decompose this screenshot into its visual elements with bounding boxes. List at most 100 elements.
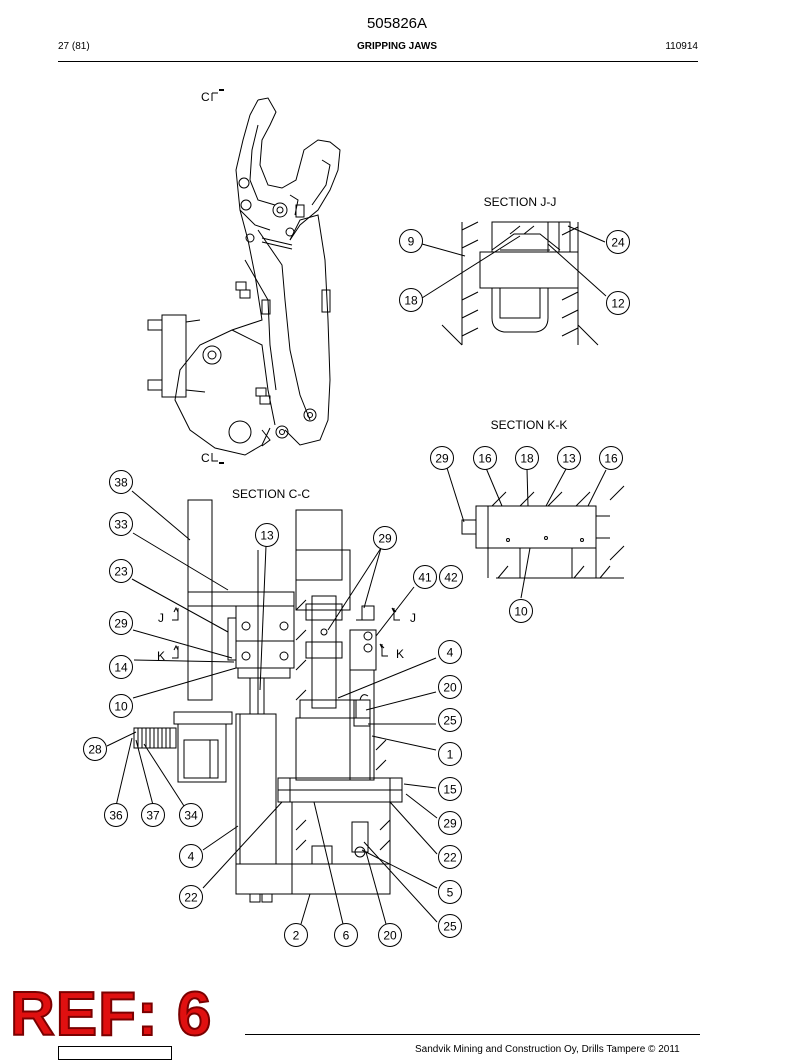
callout-number: 29 [378, 532, 392, 546]
callout-circle [179, 844, 203, 868]
callout-number: 18 [404, 294, 418, 308]
c-cut-bottom-letter: C [201, 451, 210, 465]
callout-bubble-cc-right-22: 22 [438, 845, 462, 869]
callout-bubble-cc-right-15: 15 [438, 777, 462, 801]
callout-circle [430, 446, 454, 470]
callout-number: 13 [260, 529, 274, 543]
footer-rule [245, 1034, 700, 1035]
callout-bubble-cc-right-20: 20 [438, 675, 462, 699]
header-rule [58, 61, 698, 62]
callout-number: 14 [114, 661, 128, 675]
callout-number: 1 [447, 748, 454, 762]
callout-circle [438, 777, 462, 801]
callout-bubble-cc-left-38: 38 [109, 470, 133, 494]
callout-circle [515, 446, 539, 470]
section-kk-title: SECTION K-K [491, 418, 568, 432]
callout-circle [557, 446, 581, 470]
footer-copyright: Sandvik Mining and Construction Oy, Dril… [415, 1044, 680, 1055]
callout-number: 18 [520, 452, 534, 466]
callout-circle [104, 803, 128, 827]
callout-bubble-cc-left-33: 33 [109, 512, 133, 536]
callout-circle [413, 565, 437, 589]
callout-circle [438, 914, 462, 938]
callout-circle [373, 526, 397, 550]
section-cc-leaders [106, 490, 438, 925]
callout-bubble-kk-top-13: 13 [557, 446, 581, 470]
callout-bubble-jj-18: 18 [399, 288, 423, 312]
section-jj-view [421, 221, 607, 346]
callout-bubble-jj-24: 24 [606, 230, 630, 254]
callout-bubble-cc-top-29: 29 [373, 526, 397, 550]
callout-circle [606, 291, 630, 315]
callout-number: 34 [184, 809, 198, 823]
callout-bubble-kk-top-29: 29 [430, 446, 454, 470]
callout-circle [109, 512, 133, 536]
callout-number: 15 [443, 783, 457, 797]
callout-number: 6 [343, 929, 350, 943]
callout-bubble-kk-top-16: 16 [473, 446, 497, 470]
callout-number: 20 [383, 929, 397, 943]
callout-number: 10 [114, 700, 128, 714]
callout-number: 24 [611, 236, 625, 250]
callout-number: 4 [188, 850, 195, 864]
callout-circle [399, 288, 423, 312]
callout-circle [438, 742, 462, 766]
callout-bubble-kk-bottom-10: 10 [509, 599, 533, 623]
callout-number: 4 [447, 646, 454, 660]
callout-number: 12 [611, 297, 625, 311]
j-cut-left-letter: J [158, 611, 164, 625]
callout-circle [255, 523, 279, 547]
callout-number: 42 [444, 571, 458, 585]
gripper-assembly-view [147, 97, 341, 456]
footer-logo-box [58, 1046, 172, 1060]
callout-number: 29 [435, 452, 449, 466]
callout-number: 29 [114, 617, 128, 631]
callout-number: 13 [562, 452, 576, 466]
callout-circle [109, 470, 133, 494]
callout-bubble-cc-bottom-2: 2 [284, 923, 308, 947]
callout-number: 41 [418, 571, 432, 585]
callout-circle [599, 446, 623, 470]
callout-circle [439, 565, 463, 589]
callout-number: 25 [443, 920, 457, 934]
callout-number: 9 [408, 235, 415, 249]
document-number: 505826A [366, 15, 428, 32]
page-title: GRIPPING JAWS [356, 41, 437, 52]
callout-number: 22 [443, 851, 457, 865]
callout-circle [438, 845, 462, 869]
callout-circle [83, 737, 107, 761]
callout-circle [179, 885, 203, 909]
callout-circle [438, 880, 462, 904]
callout-bubble-cc-bottom-20: 20 [378, 923, 402, 947]
callout-number: 10 [514, 605, 528, 619]
ref-stamp: REF: 6 [9, 980, 213, 1049]
callout-number: 37 [146, 809, 160, 823]
callout-bubble-kk-top-18: 18 [515, 446, 539, 470]
callout-bubble-jj-9: 9 [399, 229, 423, 253]
k-cut-left-letter: K [157, 649, 165, 663]
callout-bubble-cc-right-29: 29 [438, 811, 462, 835]
callout-number: 38 [114, 476, 128, 490]
callout-bubble-cc-left-10: 10 [109, 694, 133, 718]
callout-circle [399, 229, 423, 253]
callout-number: 20 [443, 681, 457, 695]
callout-number: 36 [109, 809, 123, 823]
section-cc-view [133, 499, 403, 903]
callout-circle [509, 599, 533, 623]
callout-bubble-cc-left-36: 36 [104, 803, 128, 827]
callout-number: 23 [114, 565, 128, 579]
callout-circle [109, 655, 133, 679]
c-cut-top-letter: C [201, 90, 210, 104]
section-jj-title: SECTION J-J [484, 195, 557, 209]
callout-bubble-cc-bottom-6: 6 [334, 923, 358, 947]
callout-bubble-cc-right-1: 1 [438, 742, 462, 766]
callout-bubble-cc-right-5: 5 [438, 880, 462, 904]
callout-circle [606, 230, 630, 254]
callout-number: 5 [447, 886, 454, 900]
callout-bubble-cc-left-37: 37 [141, 803, 165, 827]
callout-circle [438, 811, 462, 835]
j-cut-right-letter: J [410, 611, 416, 625]
callout-circle [378, 923, 402, 947]
date-code: 110914 [665, 41, 698, 52]
